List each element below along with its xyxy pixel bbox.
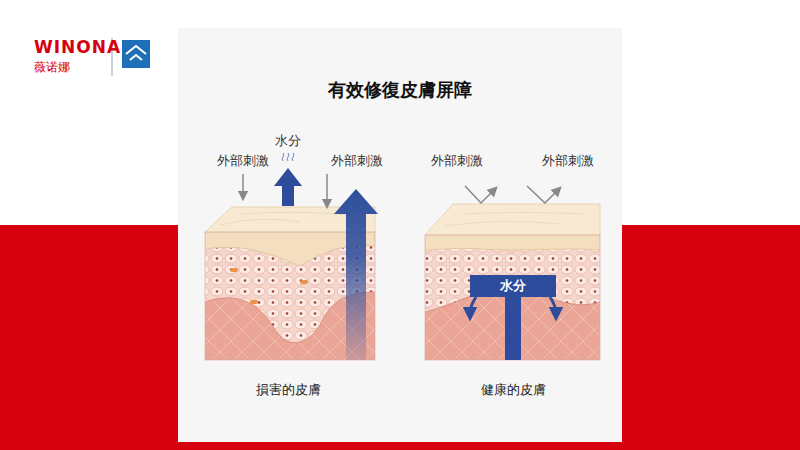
water-stem xyxy=(505,296,521,360)
panel xyxy=(178,28,622,442)
stimulus-arrow xyxy=(242,174,244,196)
water-loss-arrow xyxy=(334,189,378,360)
stimulus-arrow xyxy=(326,174,328,204)
water-retention-arrow xyxy=(550,297,556,314)
water-loss-arrow xyxy=(274,168,302,206)
skin-caption: 損害的皮膚 xyxy=(256,382,321,398)
stimulus-label: 外部刺激 xyxy=(331,153,383,169)
brand-icon xyxy=(122,40,150,68)
water-bar: 水分 xyxy=(470,275,556,297)
stimulus-label: 外部刺激 xyxy=(217,153,269,169)
healthy-skin-block xyxy=(425,204,600,360)
stimulus-label: 外部刺激 xyxy=(431,153,483,169)
reflected-stimulus xyxy=(465,186,494,203)
brand-name: WINONA xyxy=(34,37,121,57)
vapor-squiggle xyxy=(282,153,294,161)
title: 有效修復皮膚屏障 xyxy=(328,79,472,101)
brand-name: 薇诺娜 xyxy=(34,60,70,74)
node-text: 水分 xyxy=(500,278,526,294)
water-retention-arrow xyxy=(470,297,476,314)
skin-caption: 健康的皮膚 xyxy=(481,382,546,398)
reflected-stimulus xyxy=(527,186,558,203)
stimulus-label: 外部刺激 xyxy=(542,153,594,169)
water-label: 水分 xyxy=(275,133,301,149)
